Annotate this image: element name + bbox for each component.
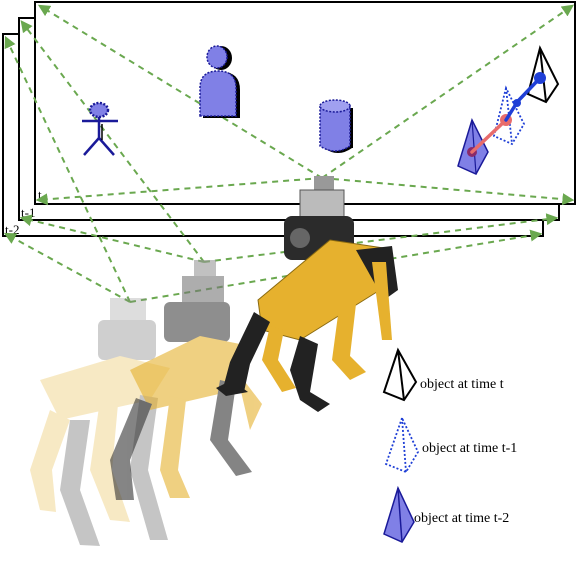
person-bust-icon [199,45,240,118]
legend-item-t-minus-2: object at time t-2 [383,485,509,543]
person-stick-icon [82,101,118,156]
cone-icon [382,347,418,402]
camera-rays-t [35,4,575,206]
robot-dog-icon [216,176,398,412]
legend-label-t-minus-1: object at time t-1 [422,441,517,456]
image-frame-t [34,1,576,205]
cylinder-icon [319,99,353,153]
legend-label-t-minus-2: object at time t-2 [414,511,509,526]
frame-label-t: t [38,187,42,202]
camera-rays-t-minus-1 [19,20,559,263]
robot-dog-icon [30,298,170,546]
frame-label-t-minus-1: t-1 [21,205,35,220]
legend-item-t: object at time t [382,347,504,402]
legend-label-t: object at time t [420,377,504,392]
legend: object at time t object at time t-1 obje… [382,347,517,543]
cone-icon [383,485,415,543]
frame-label-t-minus-2: t-2 [5,222,19,237]
track-line [470,72,546,154]
legend-item-t-minus-1: object at time t-1 [384,415,517,474]
cone-icon [384,415,420,474]
cone-icon [457,117,489,175]
robot-dog-icon [110,260,262,500]
